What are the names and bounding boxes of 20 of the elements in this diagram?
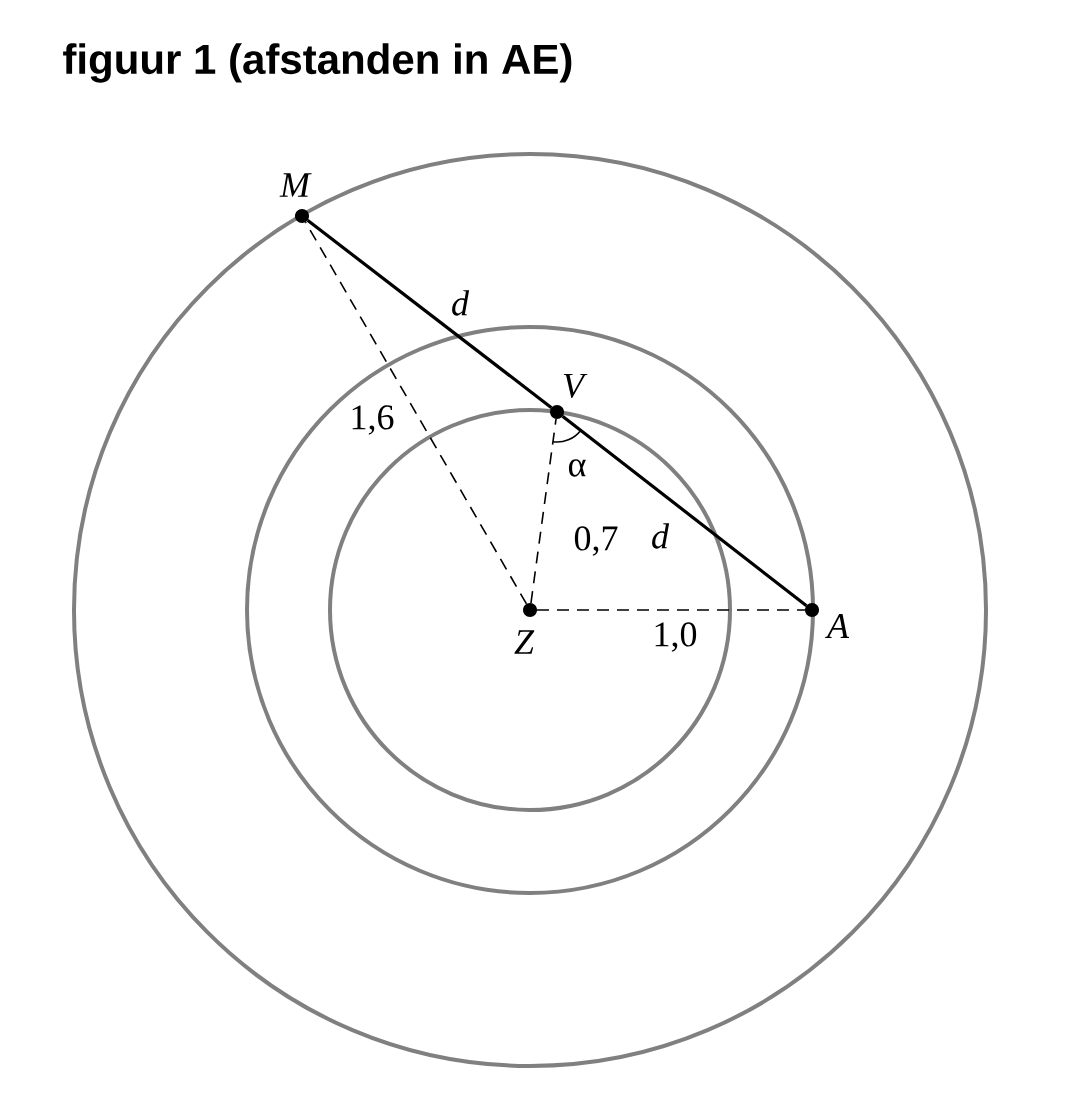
point xyxy=(805,603,819,617)
angle-label: α xyxy=(568,459,586,477)
line-segment xyxy=(530,418,557,604)
edge-label: 1,0 xyxy=(650,620,700,654)
edge-label: d xyxy=(649,521,671,551)
point xyxy=(295,209,309,223)
point-label: V xyxy=(563,373,588,399)
edge-label: 1,6 xyxy=(347,403,397,437)
point xyxy=(523,603,537,617)
edge-label: 0,7 xyxy=(571,524,621,558)
line-segment xyxy=(561,415,808,607)
line-segment xyxy=(536,609,806,611)
line-segment xyxy=(304,221,528,605)
point xyxy=(550,405,564,419)
line-segment xyxy=(306,219,553,409)
title: figuur 1 (afstanden in AE) xyxy=(63,43,572,83)
point-label: Z xyxy=(514,630,535,654)
edge-label: d xyxy=(449,288,471,318)
point-label: M xyxy=(279,173,312,197)
point-label: A xyxy=(825,614,850,638)
